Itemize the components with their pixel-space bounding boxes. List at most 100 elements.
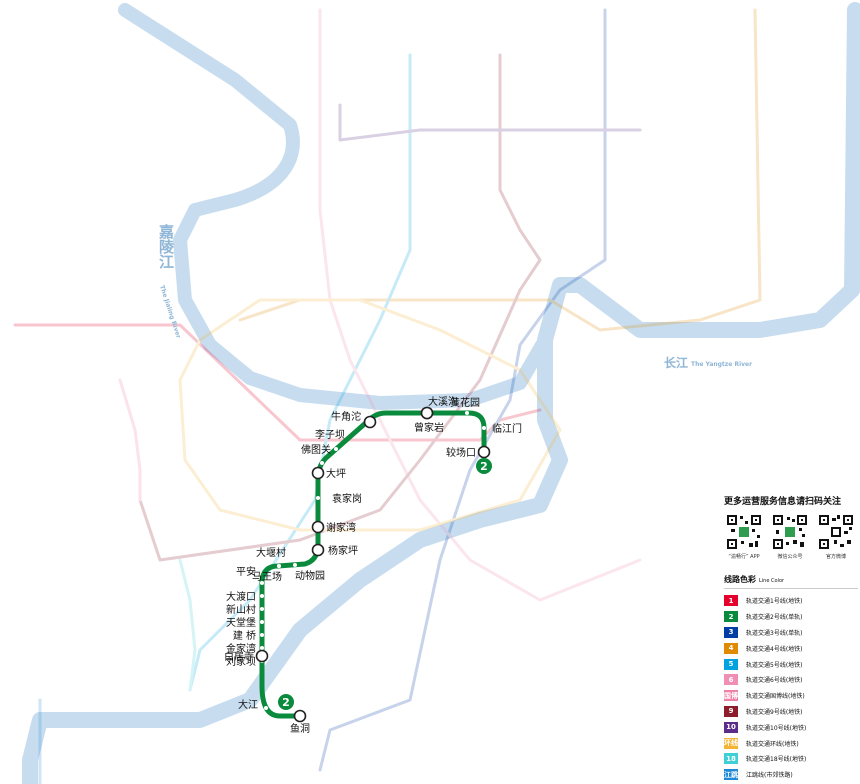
- station-dot: [260, 620, 264, 624]
- station-label: 大渡口: [226, 590, 256, 603]
- station-line2-6[interactable]: 牛角沱: [331, 410, 377, 429]
- qr-wechat[interactable]: 微信公众号: [770, 513, 810, 560]
- station-label: 李子坝: [315, 428, 345, 441]
- legend-line-name: 轨道交通5号线(地铁): [746, 661, 803, 669]
- yangtze-river: [22, 2, 860, 784]
- line-9-faded: [138, 53, 542, 562]
- station-line2-25[interactable]: 鱼洞: [290, 709, 310, 736]
- station-line2-8[interactable]: 佛图关: [301, 443, 331, 465]
- line-18-faded: [178, 558, 197, 692]
- station-line2-1[interactable]: 较场口: [446, 445, 491, 459]
- line-1-faded: [13, 323, 542, 442]
- qr-weibo[interactable]: 官方微博: [816, 513, 856, 560]
- legend-line-name: 江跳线(市郊铁路): [746, 772, 793, 780]
- station-label: 白居寺: [224, 650, 254, 663]
- qr-weibo-caption: 官方微博: [825, 554, 846, 560]
- station-dot: [260, 594, 264, 598]
- station-dot: [260, 581, 264, 585]
- line-5-faded: [188, 53, 412, 692]
- station-dot: [264, 706, 268, 710]
- station-line2-10[interactable]: 袁家岗: [316, 492, 362, 505]
- info-panel: 更多运营服务信息请扫码关注 “渝畅行” APP: [724, 494, 858, 782]
- jialing-river: [118, 3, 587, 410]
- station-label: 较场口: [446, 446, 476, 459]
- station-label: 建 桥: [233, 629, 256, 642]
- transfer-station-icon: [311, 466, 325, 480]
- station-line2-16[interactable]: 平安: [236, 565, 264, 585]
- station-label: 马王场: [252, 570, 282, 583]
- station-label: 平安: [236, 565, 256, 578]
- station-line2-3[interactable]: 黄花园: [450, 396, 480, 415]
- transfer-station-icon: [255, 649, 269, 663]
- station-label: 牛角沱: [331, 410, 361, 423]
- station-label: 天堂堡: [226, 616, 256, 629]
- station-label: 大溪沟: [428, 395, 458, 408]
- station-line2-13[interactable]: 动物园: [293, 563, 325, 582]
- loop-line-faded: [178, 298, 562, 532]
- legend-title-cn: 线路色彩: [724, 575, 756, 584]
- station-line2-9[interactable]: 大坪: [311, 466, 347, 480]
- station-dot: [465, 411, 469, 415]
- station-dot: [293, 563, 297, 567]
- station-label: 佛图关: [301, 443, 331, 456]
- station-line2-11[interactable]: 谢家湾: [311, 520, 357, 534]
- station-line2-17[interactable]: 大渡口: [226, 590, 264, 603]
- legend-badge: 2: [724, 611, 738, 623]
- legend-badge: 4: [724, 642, 738, 654]
- legend-line-name: 轨道交通18号线(地铁): [746, 756, 807, 764]
- yangtze-name: 长江: [664, 355, 688, 370]
- station-line2-23[interactable]: 白居寺: [224, 649, 269, 663]
- legend-line-name: 轨道交通2号线(单轨): [746, 614, 803, 622]
- station-line2-18[interactable]: 新山村: [226, 603, 264, 616]
- qr-codes: “渝畅行” APP 微信公众号: [724, 513, 858, 560]
- station-label: 大江: [238, 698, 258, 711]
- line-2-badge-circle: [476, 458, 492, 474]
- qr-code-icon: [771, 513, 809, 551]
- station-line2-24[interactable]: 大江: [238, 698, 268, 711]
- legend-title-en: Line Color: [759, 578, 785, 584]
- transfer-station-icon: [363, 415, 377, 429]
- station-line2-20[interactable]: 建 桥: [233, 629, 264, 642]
- legend-line-name: 轨道交通6号线(地铁): [746, 677, 803, 685]
- station-dot: [260, 633, 264, 637]
- station-line2-15[interactable]: 马王场: [252, 564, 282, 583]
- legend-line-name: 轨道交通国博线(地铁): [746, 693, 805, 701]
- transfer-station-icon: [311, 543, 325, 557]
- station-label: 曾家岩: [414, 421, 444, 434]
- station-label: 黄花园: [450, 396, 480, 409]
- line-2-badge-number: 2: [480, 460, 488, 473]
- station-label: 杨家坪: [328, 544, 358, 557]
- station-label: 谢家湾: [326, 521, 356, 534]
- legend-line-name: 轨道交通1号线(地铁): [746, 598, 803, 606]
- line-6-faded: [318, 8, 642, 602]
- qr-app[interactable]: “渝畅行” APP: [724, 513, 764, 560]
- station-label: 鱼洞: [290, 722, 310, 735]
- transfer-station-icon: [293, 709, 307, 723]
- line-2-badge-south: 2: [278, 694, 294, 710]
- legend-row: 国博轨道交通国博线(地铁): [724, 688, 858, 704]
- qr-wechat-caption: 微信公众号: [777, 554, 803, 560]
- qr-code-icon: [817, 513, 855, 551]
- station-line2-7[interactable]: 李子坝: [315, 428, 345, 451]
- yangtze-name-en: The Yangtze River: [691, 361, 752, 368]
- station-line2-19[interactable]: 天堂堡: [226, 616, 264, 629]
- station-line2-21[interactable]: 金家湾: [226, 642, 264, 655]
- line-10-faded: [338, 103, 642, 142]
- station-line2-12[interactable]: 杨家坪: [311, 543, 359, 557]
- station-dot: [316, 496, 320, 500]
- station-line2-2[interactable]: 临江门: [482, 422, 522, 435]
- station-label: 大堰村: [256, 546, 286, 559]
- legend-badge: 3: [724, 626, 738, 638]
- station-line2-5[interactable]: 曾家岩: [414, 406, 444, 435]
- guobo-line-faded: [118, 378, 142, 502]
- legend-row: 2 轨道交通2号线(单轨): [724, 609, 858, 625]
